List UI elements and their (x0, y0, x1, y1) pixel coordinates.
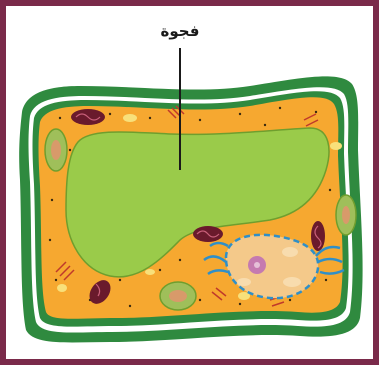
mitochondrion (311, 221, 325, 251)
chloroplast (160, 282, 196, 310)
chloroplast (336, 195, 356, 235)
mitochondrion (193, 226, 223, 242)
vacuole-label: فجوة (150, 22, 210, 40)
mitochondrion (71, 109, 105, 125)
chloroplast (45, 129, 67, 171)
